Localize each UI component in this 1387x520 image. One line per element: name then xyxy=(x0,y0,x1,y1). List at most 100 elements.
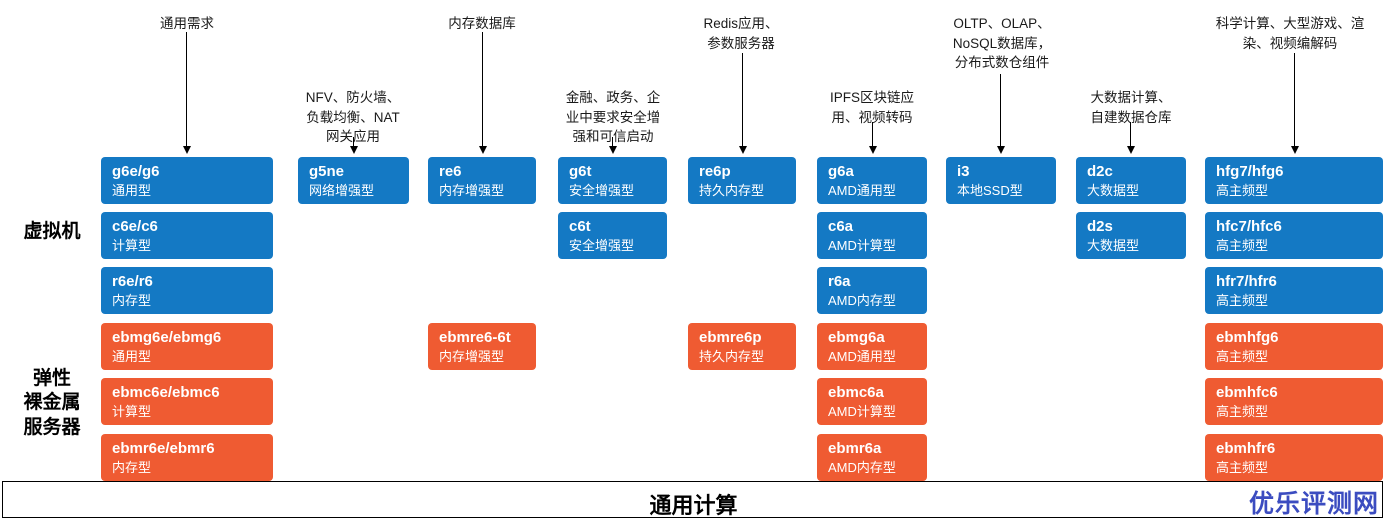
arrow-local-ssd xyxy=(996,74,1005,154)
instance-kind: 高主频型 xyxy=(1216,460,1269,475)
instance-kind: 网络增强型 xyxy=(309,183,375,198)
instance-name: hfg7/hfg6 xyxy=(1216,163,1284,180)
instance-kind: 高主频型 xyxy=(1216,293,1269,308)
instance-name: g6t xyxy=(569,163,592,180)
instance-name: c6t xyxy=(569,218,591,235)
instance-name: ebmre6-6t xyxy=(439,329,511,346)
instance-kind: 大数据型 xyxy=(1087,183,1140,198)
instance-kind: 安全增强型 xyxy=(569,238,635,253)
instance-name: r6a xyxy=(828,273,851,290)
instance-box-d2c[interactable]: d2c 大数据型 xyxy=(1076,157,1186,204)
instance-kind: 计算型 xyxy=(112,238,152,253)
instance-kind: 高主频型 xyxy=(1216,183,1269,198)
instance-box-ebmr6e-ebmr6[interactable]: ebmr6e/ebmr6 内存型 xyxy=(101,434,273,481)
instance-box-r6e-r6[interactable]: r6e/r6 内存型 xyxy=(101,267,273,314)
arrow-network xyxy=(349,137,358,154)
arrow-memory-db xyxy=(478,32,487,154)
instance-kind: 通用型 xyxy=(112,349,152,364)
instance-kind: 安全增强型 xyxy=(569,183,635,198)
instance-name: hfr7/hfr6 xyxy=(1216,273,1277,290)
instance-name: ebmr6e/ebmr6 xyxy=(112,440,215,457)
instance-kind: 持久内存型 xyxy=(699,349,765,364)
instance-name: g6e/g6 xyxy=(112,163,160,180)
instance-name: re6 xyxy=(439,163,462,180)
instance-kind: AMD内存型 xyxy=(828,460,896,475)
annotation-high-frequency: 科学计算、大型游戏、渲 染、视频编解码 xyxy=(1215,16,1365,51)
instance-name: ebmhfg6 xyxy=(1216,329,1279,346)
instance-kind: 内存型 xyxy=(112,293,152,308)
instance-name: ebmg6e/ebmg6 xyxy=(112,329,222,346)
instance-box-ebmhfg6[interactable]: ebmhfg6 高主频型 xyxy=(1205,323,1383,370)
instance-box-hfg7-hfg6[interactable]: hfg7/hfg6 高主频型 xyxy=(1205,157,1383,204)
instance-name: g5ne xyxy=(309,163,345,180)
instance-kind: 内存型 xyxy=(112,460,152,475)
instance-name: c6e/c6 xyxy=(112,218,158,235)
annotation-persistent-memory: Redis应用、 参数服务器 xyxy=(703,16,779,51)
arrow-security xyxy=(608,137,617,154)
watermark: 优乐评测网 xyxy=(1248,490,1379,518)
instance-box-g5ne[interactable]: g5ne 网络增强型 xyxy=(298,157,409,204)
instance-name: c6a xyxy=(828,218,854,235)
instance-kind: 高主频型 xyxy=(1216,238,1269,253)
instance-box-c6t[interactable]: c6t 安全增强型 xyxy=(558,212,667,259)
footer-bar xyxy=(2,481,1383,518)
instance-name: i3 xyxy=(957,163,970,180)
instance-box-d2s[interactable]: d2s 大数据型 xyxy=(1076,212,1186,259)
arrow-high-frequency xyxy=(1290,53,1299,154)
instance-box-re6p[interactable]: re6p 持久内存型 xyxy=(688,157,796,204)
instance-box-i3[interactable]: i3 本地SSD型 xyxy=(946,157,1056,204)
instance-name: ebmg6a xyxy=(828,329,885,346)
instance-name: ebmre6p xyxy=(699,329,762,346)
instance-name: ebmc6a xyxy=(828,384,884,401)
instance-name: ebmhfc6 xyxy=(1216,384,1278,401)
instance-name: ebmc6e/ebmc6 xyxy=(112,384,220,401)
instance-name: ebmhfr6 xyxy=(1216,440,1276,457)
instance-box-g6t[interactable]: g6t 安全增强型 xyxy=(558,157,667,204)
arrow-big-data xyxy=(1126,122,1135,154)
instance-box-ebmhfr6[interactable]: ebmhfr6 高主频型 xyxy=(1205,434,1383,481)
instance-kind: 内存增强型 xyxy=(439,349,505,364)
instance-box-c6e-c6[interactable]: c6e/c6 计算型 xyxy=(101,212,273,259)
instance-name: r6e/r6 xyxy=(112,273,153,290)
instance-kind: AMD计算型 xyxy=(828,238,896,253)
footer-title: 通用计算 xyxy=(649,493,738,518)
instance-box-ebmhfc6[interactable]: ebmhfc6 高主频型 xyxy=(1205,378,1383,425)
instance-kind: AMD计算型 xyxy=(828,404,896,419)
instance-name: re6p xyxy=(699,163,731,180)
arrow-amd xyxy=(868,122,877,154)
instance-box-hfc7-hfc6[interactable]: hfc7/hfc6 高主频型 xyxy=(1205,212,1383,259)
annotation-general: 通用需求 xyxy=(160,16,214,31)
instance-name: ebmr6a xyxy=(828,440,882,457)
instance-kind: AMD通用型 xyxy=(828,183,896,198)
instance-kind: AMD内存型 xyxy=(828,293,896,308)
instance-name: d2c xyxy=(1087,163,1113,180)
instance-kind: 高主频型 xyxy=(1216,404,1269,419)
instance-kind: 本地SSD型 xyxy=(957,183,1023,198)
instance-box-re6[interactable]: re6 内存增强型 xyxy=(428,157,536,204)
instance-box-ebmc6e-ebmc6[interactable]: ebmc6e/ebmc6 计算型 xyxy=(101,378,273,425)
annotation-security: 金融、政务、企 业中要求安全增 强和可信启动 xyxy=(565,90,661,144)
instance-kind: 高主频型 xyxy=(1216,349,1269,364)
annotation-network: NFV、防火墙、 负载均衡、NAT 网关应用 xyxy=(305,90,401,144)
instance-name: hfc7/hfc6 xyxy=(1216,218,1282,235)
annotation-big-data: 大数据计算、 自建数据仓库 xyxy=(1090,90,1172,125)
instance-box-hfr7-hfr6[interactable]: hfr7/hfr6 高主频型 xyxy=(1205,267,1383,314)
instance-kind: 计算型 xyxy=(112,404,152,419)
instance-name: d2s xyxy=(1087,218,1113,235)
instance-box-ebmre6p[interactable]: ebmre6p 持久内存型 xyxy=(688,323,796,370)
instance-kind: 持久内存型 xyxy=(699,183,765,198)
instance-kind: 大数据型 xyxy=(1087,238,1140,253)
annotation-amd: IPFS区块链应 用、视频转码 xyxy=(829,90,914,125)
instance-kind: 内存增强型 xyxy=(439,183,505,198)
arrow-general xyxy=(182,32,191,154)
instance-box-ebmg6e-ebmg6[interactable]: ebmg6e/ebmg6 通用型 xyxy=(101,323,273,370)
instance-box-ebmre6-6t[interactable]: ebmre6-6t 内存增强型 xyxy=(428,323,536,370)
